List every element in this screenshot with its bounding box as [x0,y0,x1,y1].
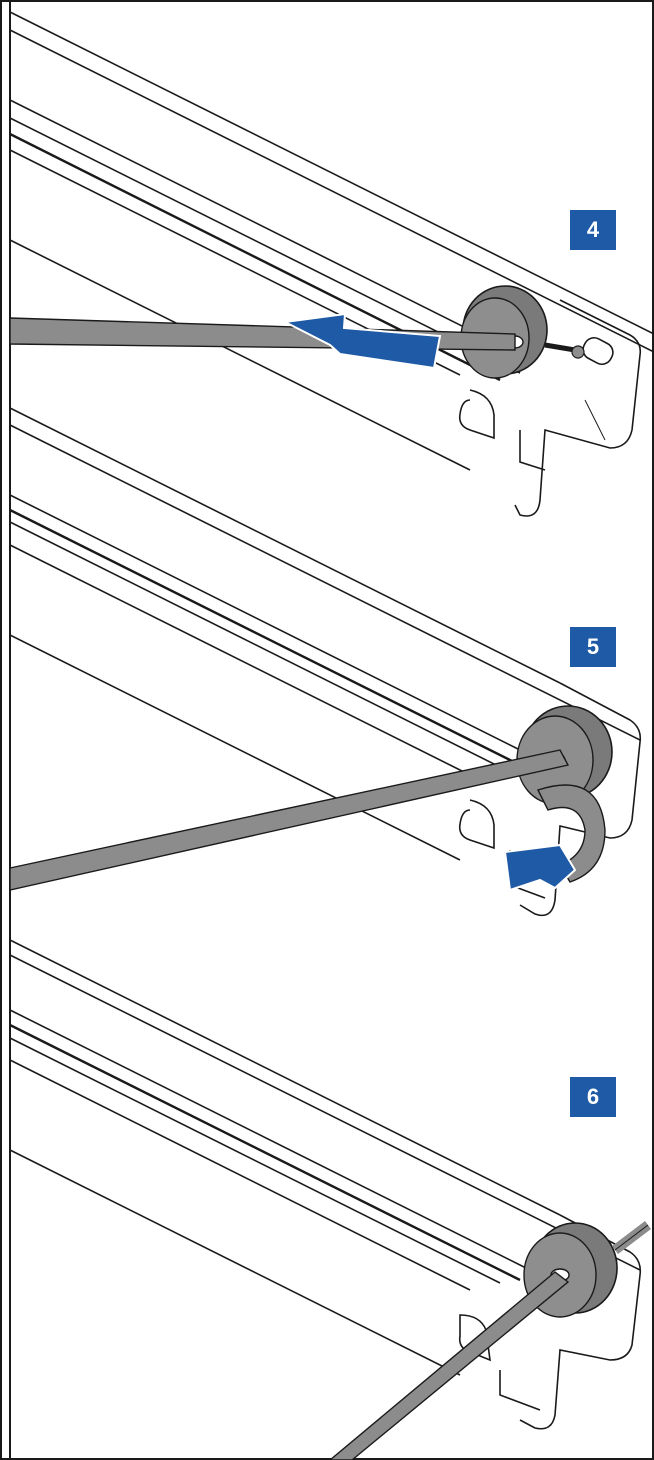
panel-step-6 [9,939,642,1430]
step-badge-4: 4 [570,210,616,250]
rod-step-6 [328,1271,570,1460]
rotate-arrow-icon [503,784,606,892]
push-arrow-icon [281,312,442,370]
panel-step-5 [9,407,642,917]
step-badge-5: 5 [570,627,616,667]
panel-step-4 [9,11,654,517]
step-badge-6: 6 [570,1077,616,1117]
rod-step-5 [9,749,570,891]
end-cap-step-4 [460,285,585,379]
